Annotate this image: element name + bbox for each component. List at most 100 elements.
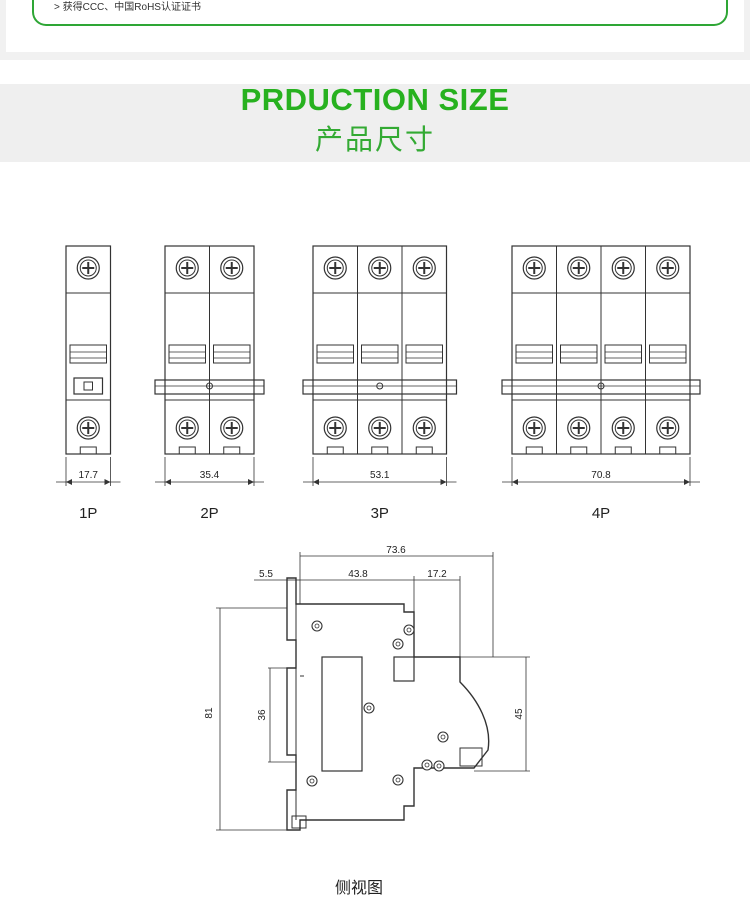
side-hole bbox=[306, 775, 318, 787]
side-window bbox=[321, 656, 363, 772]
side-hole-core bbox=[424, 762, 430, 768]
dim-arrow bbox=[66, 479, 72, 485]
side-hole bbox=[437, 731, 449, 743]
side-latch bbox=[459, 747, 483, 767]
dim-arrow bbox=[684, 479, 690, 485]
toggle-handle bbox=[604, 344, 642, 364]
side-hole bbox=[392, 774, 404, 786]
bottom-clip bbox=[223, 446, 241, 455]
side-hole-core bbox=[366, 705, 372, 711]
toggle-handle bbox=[361, 344, 399, 364]
toggle-handle bbox=[213, 344, 251, 364]
dimension-diagram: 17.7 1P 35.42P 53.1 3P 70.8 4P 73.6 5.5 43.8 17.2… bbox=[56, 245, 701, 897]
width-dimension-label: 17.7 bbox=[79, 470, 99, 481]
width-dimension-label: 53.1 bbox=[370, 470, 390, 481]
rivet bbox=[206, 382, 213, 390]
bottom-clip bbox=[614, 446, 632, 455]
side-hole bbox=[421, 759, 433, 771]
side-view: 73.6 5.5 43.8 17.2 81 36 45 侧视图 bbox=[204, 545, 530, 897]
terminal-screw bbox=[175, 416, 199, 440]
terminal-screw bbox=[323, 416, 347, 440]
terminal-screw bbox=[567, 256, 591, 280]
side-hole bbox=[433, 760, 445, 772]
side-hole-core bbox=[309, 778, 315, 784]
certificate-card: > 获得CCC、中国RoHS认证证书 bbox=[6, 0, 744, 52]
terminal-screw bbox=[522, 416, 546, 440]
dimension-height: 81 bbox=[204, 707, 215, 719]
din-rail-clip bbox=[501, 379, 701, 395]
side-hole bbox=[403, 624, 415, 636]
section-header-band bbox=[0, 84, 750, 162]
width-dimension-label: 70.8 bbox=[591, 470, 611, 481]
pole-count-label: 4P bbox=[592, 505, 610, 522]
certificate-box: > 获得CCC、中国RoHS认证证书 bbox=[32, 0, 728, 26]
section-title-zh: 产品尺寸 bbox=[314, 124, 435, 155]
bottom-clip bbox=[525, 446, 543, 455]
pole-count-label: 3P bbox=[371, 505, 389, 522]
terminal-screw bbox=[368, 256, 392, 280]
toggle-handle bbox=[649, 344, 687, 364]
dimension-front: 45 bbox=[514, 708, 525, 720]
pole-count-label: 1P bbox=[79, 505, 97, 522]
toggle-handle bbox=[69, 344, 107, 364]
bottom-clip bbox=[659, 446, 677, 455]
toggle-handle bbox=[560, 344, 598, 364]
side-hole-core bbox=[406, 627, 412, 633]
bottom-clip bbox=[178, 446, 196, 455]
side-hole bbox=[363, 702, 375, 714]
toggle-handle bbox=[405, 344, 443, 364]
terminal-screw bbox=[656, 416, 680, 440]
din-rail-clip bbox=[154, 379, 265, 395]
side-lever-slot bbox=[393, 656, 415, 682]
rivet bbox=[597, 382, 605, 390]
breaker-front-1p: 17.7 1P bbox=[56, 245, 121, 522]
dimension-overall: 73.6 bbox=[386, 545, 406, 556]
side-body-outline bbox=[286, 577, 490, 831]
dim-arrow bbox=[512, 479, 518, 485]
terminal-screw bbox=[368, 416, 392, 440]
terminal-screw bbox=[412, 416, 436, 440]
dimension-middle: 43.8 bbox=[348, 569, 368, 580]
dim-arrow bbox=[313, 479, 319, 485]
side-hole-core bbox=[314, 623, 320, 629]
toggle-handle bbox=[316, 344, 354, 364]
terminal-screw bbox=[175, 256, 199, 280]
din-rail-clip bbox=[302, 379, 458, 395]
rivet bbox=[376, 382, 384, 390]
dim-arrow bbox=[104, 479, 111, 485]
toggle-handle bbox=[515, 344, 553, 364]
dimension-inner: 36 bbox=[257, 709, 268, 721]
terminal-screw bbox=[611, 256, 635, 280]
terminal-screw bbox=[76, 416, 100, 440]
dimension-right: 17.2 bbox=[427, 569, 447, 580]
dim-arrow bbox=[440, 479, 447, 485]
side-hole-core bbox=[436, 763, 442, 769]
toggle-handle bbox=[168, 344, 206, 364]
breaker-front-3p: 53.1 3P bbox=[302, 245, 458, 522]
certificate-text: > 获得CCC、中国RoHS认证证书 bbox=[54, 2, 201, 13]
bottom-clip bbox=[79, 446, 97, 455]
bottom-clip bbox=[371, 446, 389, 455]
breaker-front-4p: 70.8 4P bbox=[501, 245, 701, 522]
terminal-screw bbox=[567, 416, 591, 440]
terminal-screw bbox=[323, 256, 347, 280]
terminal-screw bbox=[220, 416, 244, 440]
clip-window bbox=[83, 381, 93, 391]
terminal-screw bbox=[611, 416, 635, 440]
bottom-clip bbox=[570, 446, 588, 455]
terminal-screw bbox=[76, 256, 100, 280]
side-hole-core bbox=[395, 641, 401, 647]
din-clip bbox=[73, 377, 104, 395]
side-hole-core bbox=[440, 734, 446, 740]
terminal-screw bbox=[412, 256, 436, 280]
side-view-caption: 侧视图 bbox=[335, 879, 383, 897]
terminal-screw bbox=[656, 256, 680, 280]
terminal-screw bbox=[220, 256, 244, 280]
bottom-clip bbox=[415, 446, 433, 455]
dim-arrow bbox=[248, 479, 254, 485]
side-hole bbox=[392, 638, 404, 650]
breaker-front-2p: 35.42P bbox=[154, 245, 265, 522]
terminal-screw bbox=[522, 256, 546, 280]
dimension-left: 5.5 bbox=[259, 569, 273, 580]
side-hole-core bbox=[395, 777, 401, 783]
